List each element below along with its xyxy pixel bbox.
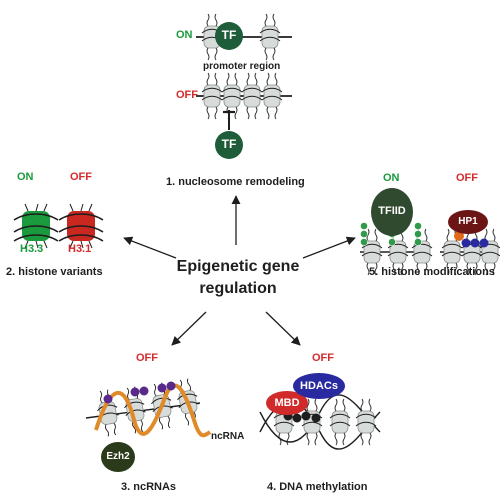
panel-nucleosome-remodeling xyxy=(196,13,292,159)
ezh2-protein xyxy=(101,442,135,472)
me-mark-2 xyxy=(470,238,480,248)
panel1-off-label: OFF xyxy=(176,89,198,101)
panel1-on-label: ON xyxy=(176,29,193,41)
nucleosome xyxy=(259,13,281,61)
me-marks-3 xyxy=(103,381,176,404)
panel-ncrnas xyxy=(85,378,212,472)
nucleosome xyxy=(361,228,383,276)
me-mark-3 xyxy=(479,238,489,248)
variant-h33-label: H3.3 xyxy=(20,243,44,255)
nucleosome xyxy=(355,398,377,446)
central-title-line-1: Epigenetic gene xyxy=(176,258,300,275)
hdacs-protein xyxy=(293,373,345,399)
hdacs-label: HDACs xyxy=(300,380,338,392)
panel2-off-label: OFF xyxy=(70,171,92,183)
tf-protein-bottom xyxy=(215,131,243,159)
arrows xyxy=(123,195,356,346)
panel-histone-variants xyxy=(13,203,104,249)
ncrna-strand xyxy=(94,383,212,438)
panel3-off-label: OFF xyxy=(136,352,158,364)
panel-dna-methylation xyxy=(259,373,381,450)
nucleosome xyxy=(261,72,283,120)
nucleosome-h31 xyxy=(58,203,104,249)
panel5-off-label: OFF xyxy=(456,172,478,184)
central-title-line-2: regulation xyxy=(199,280,277,297)
caption-ncrnas: 3. ncRNAs xyxy=(121,481,177,493)
panel5-on-label: ON xyxy=(383,172,400,184)
caption-histone-variants: 2. histone variants xyxy=(6,266,103,278)
nucleosome xyxy=(241,72,263,120)
central-title: Epigenetic gene regulation xyxy=(163,256,313,300)
variant-h31-label: H3.1 xyxy=(68,243,92,255)
nucleosome xyxy=(221,72,243,120)
caption-histone-modifications: 5. histone modifications xyxy=(369,266,495,278)
tf-label-top: TF xyxy=(221,28,237,42)
arrow-to-histone-modifications xyxy=(302,236,356,259)
tf-protein-top xyxy=(215,22,243,50)
ezh2-label: Ezh2 xyxy=(106,451,130,462)
nucleosome-h33 xyxy=(13,203,59,249)
promoter-region-label: promoter region xyxy=(203,61,281,72)
ncrna-label: ncRNA xyxy=(211,431,245,442)
tf-label-bottom: TF xyxy=(221,137,237,151)
tfiid-label: TFIID xyxy=(378,205,406,217)
arrow-to-histone-variants xyxy=(123,236,177,259)
arrow-to-dna-methylation xyxy=(265,311,301,346)
nucleosome xyxy=(201,72,223,120)
me-mark-1 xyxy=(461,238,471,248)
caption-nucleosome-remodeling: 1. nucleosome remodeling xyxy=(166,176,305,188)
me-mark-orange xyxy=(454,231,464,241)
chromatin-on-group xyxy=(360,222,433,276)
panel-histone-modifications xyxy=(360,188,500,276)
hp1-label: HP1 xyxy=(458,216,478,227)
panel2-on-label: ON xyxy=(17,171,34,183)
mbd-protein xyxy=(266,391,308,415)
chromatin-on-row xyxy=(196,13,292,61)
chromatin-off-row xyxy=(196,72,292,120)
hp1-protein xyxy=(448,210,488,234)
caption-dna-methylation: 4. DNA methylation xyxy=(267,481,368,493)
nucleosome xyxy=(329,398,351,446)
tfiid-complex xyxy=(371,188,413,236)
arrow-to-ncrnas xyxy=(171,311,207,346)
mbd-label: MBD xyxy=(274,397,300,409)
panel4-off-label: OFF xyxy=(312,352,334,364)
